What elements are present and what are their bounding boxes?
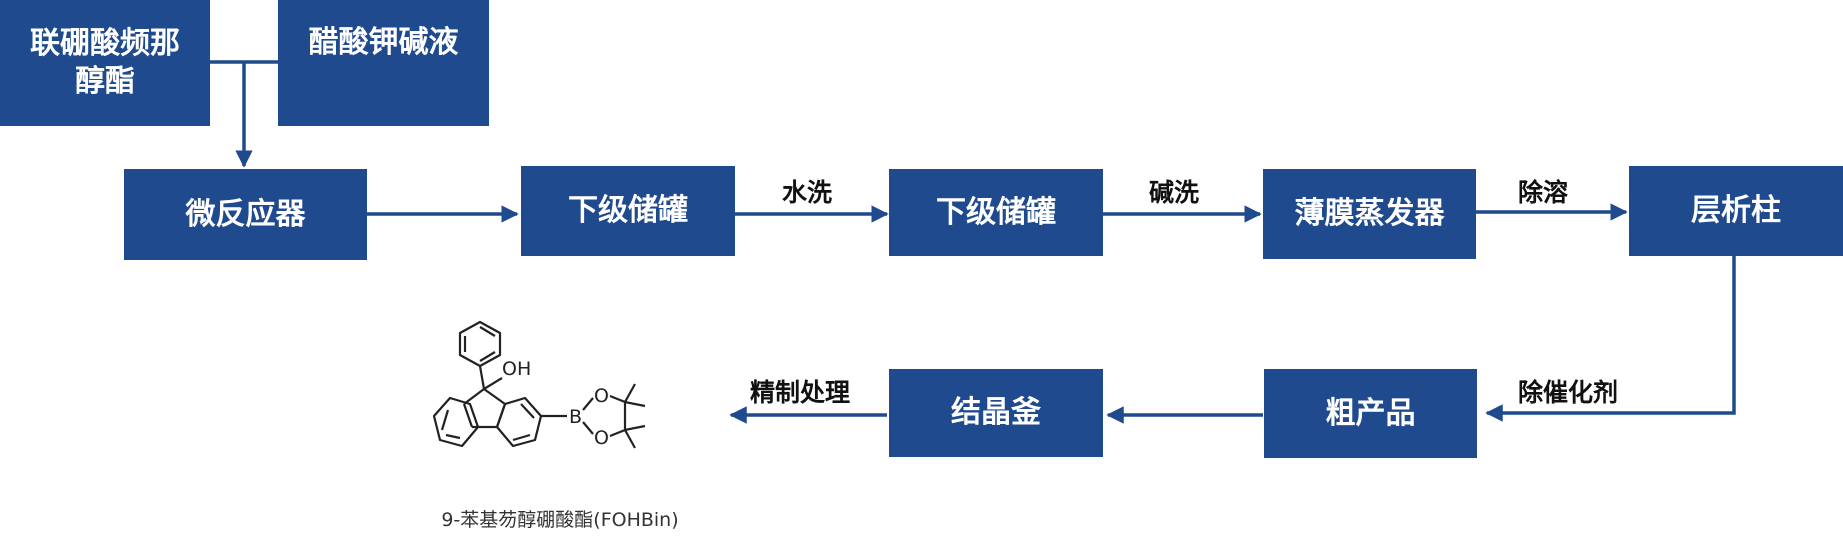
reagent-2-label: 醋酸钾碱液 xyxy=(308,25,459,60)
chromatography-column-box: 层析柱 xyxy=(1629,166,1843,256)
crystallizer-label: 结晶釜 xyxy=(951,395,1041,430)
micro-reactor-box: 微反应器 xyxy=(124,169,367,260)
product-structure-image: OH B O O xyxy=(432,320,646,449)
product-caption: 9-苯基芴醇硼酸酯(FOHBin) xyxy=(441,509,679,531)
film-evaporator-label: 薄膜蒸发器 xyxy=(1294,196,1445,231)
step-label-decatalyst: 除催化剂 xyxy=(1518,378,1619,407)
oxygen-atom-label-upper: O xyxy=(594,385,609,407)
reagent-box-potassium-acetate: 醋酸钾碱液 xyxy=(278,0,489,126)
crude-product-box: 粗产品 xyxy=(1264,369,1477,458)
crystallizer-box: 结晶釜 xyxy=(889,369,1103,457)
boron-atom-label: B xyxy=(569,406,582,428)
lower-tank-1-label: 下级储罐 xyxy=(568,193,688,228)
lower-tank-1-box: 下级储罐 xyxy=(521,166,735,256)
reagent-1-line-2: 醇酯 xyxy=(75,64,135,99)
lower-tank-2-box: 下级储罐 xyxy=(889,169,1103,256)
reagent-box-diboron-pinacol-ester: 联硼酸频那 醇酯 xyxy=(0,0,210,126)
film-evaporator-box: 薄膜蒸发器 xyxy=(1263,169,1476,259)
arrow-column-to-crude-product xyxy=(1485,255,1736,422)
crude-product-label: 粗产品 xyxy=(1325,395,1416,431)
step-label-refine: 精制处理 xyxy=(750,378,851,407)
step-label-water-wash: 水洗 xyxy=(782,178,833,207)
oxygen-atom-label-lower: O xyxy=(594,427,609,449)
step-label-alkali-wash: 碱洗 xyxy=(1149,178,1200,207)
lower-tank-2-label: 下级储罐 xyxy=(936,194,1056,230)
micro-reactor-label: 微反应器 xyxy=(185,196,306,232)
hydroxyl-atom-label: OH xyxy=(502,358,531,380)
reagent-1-line-1: 联硼酸频那 xyxy=(30,26,180,61)
chromatography-column-label: 层析柱 xyxy=(1691,193,1781,228)
step-label-desolvent: 除溶 xyxy=(1518,178,1569,207)
